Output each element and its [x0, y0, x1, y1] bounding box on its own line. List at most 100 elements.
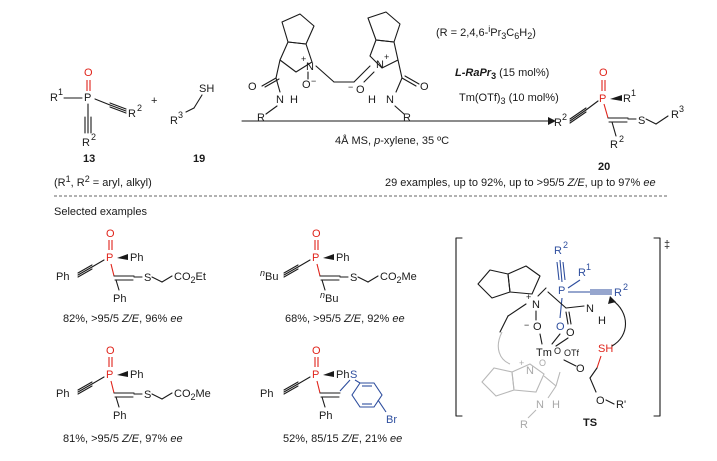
- svg-text:R: R: [554, 245, 562, 257]
- svg-text:H: H: [290, 94, 298, 106]
- svg-text:P: P: [312, 252, 319, 264]
- svg-text:2: 2: [137, 103, 142, 113]
- scope-note: (R1, R2 = aryl, alkyl): [54, 174, 152, 189]
- svg-text:R: R: [610, 139, 618, 151]
- svg-text:Ph: Ph: [336, 369, 349, 381]
- svg-text:R: R: [257, 112, 265, 124]
- atom-r2: R: [128, 108, 136, 120]
- svg-text:S: S: [350, 272, 357, 284]
- svg-text:Ph: Ph: [113, 410, 126, 422]
- transition-state: ‡ N + O − P R 2 R 1 R 2 O N H: [455, 237, 670, 431]
- svg-text:O: O: [356, 84, 365, 96]
- compound-19-label: 19: [193, 153, 205, 165]
- example-4-structure: O P Ph Ph Ph S Br: [260, 345, 397, 426]
- compound-19-structure: SH R 3 19: [170, 83, 214, 165]
- example-3-result: 81%, >95/5 Z/E, 97% ee: [63, 433, 183, 445]
- svg-text:3: 3: [178, 110, 183, 120]
- svg-text:N: N: [586, 303, 594, 315]
- svg-text:R: R: [578, 267, 586, 279]
- svg-text:P: P: [106, 369, 113, 381]
- svg-text:S: S: [350, 369, 357, 381]
- svg-text:+: +: [519, 358, 524, 368]
- svg-text:N: N: [276, 94, 284, 106]
- svg-text:O: O: [596, 395, 605, 407]
- svg-text:2: 2: [619, 134, 624, 144]
- atom-r1: R: [50, 92, 58, 104]
- svg-text:nBu: nBu: [320, 290, 338, 305]
- example-1-structure: O P Ph Ph Ph S CO2Et: [56, 228, 206, 305]
- atom-r3: R: [170, 115, 178, 127]
- svg-text:3: 3: [679, 104, 684, 114]
- svg-text:P: P: [558, 285, 565, 297]
- compound-20-label: 20: [598, 161, 610, 173]
- svg-text:N: N: [386, 94, 394, 106]
- svg-text:O: O: [248, 81, 257, 93]
- svg-text:+: +: [526, 292, 531, 302]
- svg-text:CO2Me: CO2Me: [174, 388, 211, 402]
- svg-text:Ph: Ph: [336, 252, 349, 264]
- svg-text:S: S: [144, 272, 151, 284]
- tm-atom: Tm: [536, 347, 552, 359]
- svg-text:−: −: [348, 82, 353, 92]
- svg-text:R: R: [520, 419, 528, 431]
- svg-text:R: R: [554, 117, 562, 129]
- summary-text: 29 examples, up to 92%, up to >95/5 Z/E,…: [385, 177, 656, 189]
- ts-label: TS: [583, 417, 597, 429]
- svg-text:O: O: [533, 321, 542, 333]
- svg-text:O: O: [312, 345, 321, 357]
- svg-text:O: O: [106, 345, 115, 357]
- svg-text:N: N: [376, 59, 384, 71]
- svg-text:1: 1: [58, 87, 63, 97]
- example-4-result: 52%, 85/15 Z/E, 21% ee: [283, 433, 402, 445]
- ts-double-dagger: ‡: [664, 239, 670, 251]
- svg-text:O: O: [576, 363, 585, 375]
- svg-text:S: S: [144, 389, 151, 401]
- svg-text:O: O: [420, 81, 429, 93]
- svg-text:Ph: Ph: [130, 252, 143, 264]
- atom-p: P: [84, 92, 91, 104]
- conditions-text: 4Å MS, p-xylene, 35 ºC: [335, 134, 449, 147]
- svg-text:2: 2: [91, 132, 96, 142]
- ligand-text: L-RaPr3 (15 mol%): [455, 67, 549, 81]
- svg-text:1: 1: [586, 262, 591, 272]
- svg-text:−: −: [524, 320, 529, 330]
- svg-text:SH: SH: [598, 343, 613, 355]
- svg-text:N: N: [532, 299, 540, 311]
- svg-text:P: P: [106, 252, 113, 264]
- svg-text:H: H: [598, 315, 606, 327]
- svg-text:S: S: [638, 115, 645, 127]
- svg-text:R: R: [614, 287, 622, 299]
- svg-text:R: R: [623, 93, 631, 105]
- svg-text:CO2Et: CO2Et: [174, 271, 206, 285]
- example-1-result: 82%, >95/5 Z/E, 96% ee: [63, 313, 183, 325]
- plus-sign: +: [151, 95, 157, 107]
- compound-13-label: 13: [83, 153, 95, 165]
- svg-text:+: +: [301, 54, 306, 64]
- atom-o: O: [84, 67, 93, 79]
- svg-text:−: −: [311, 76, 316, 86]
- svg-text:CO2Me: CO2Me: [380, 271, 417, 285]
- svg-text:OTf: OTf: [564, 348, 579, 358]
- selected-examples-header: Selected examples: [54, 206, 147, 218]
- svg-text:O: O: [554, 346, 561, 356]
- svg-text:Ph: Ph: [319, 410, 332, 422]
- svg-text:R': R': [616, 399, 626, 411]
- atom-sh: SH: [199, 83, 214, 95]
- svg-text:O: O: [599, 67, 608, 79]
- svg-text:2: 2: [562, 112, 567, 122]
- svg-text:Ph: Ph: [56, 271, 69, 283]
- svg-text:O: O: [302, 79, 311, 91]
- svg-text:P: P: [312, 369, 319, 381]
- svg-text:O: O: [539, 358, 546, 368]
- compound-20-structure: O P R 1 R 2 R 2 S R 3 20: [554, 67, 684, 173]
- ligand-l-rapr3: N + O − O N H R N + O − O H N R: [248, 11, 429, 124]
- svg-text:H: H: [368, 94, 376, 106]
- metal-text: Tm(OTf)3 (10 mol%): [459, 92, 559, 106]
- svg-text:N: N: [536, 399, 544, 411]
- svg-text:2: 2: [623, 282, 628, 292]
- svg-text:nBu: nBu: [260, 268, 278, 283]
- svg-text:O: O: [106, 228, 115, 240]
- svg-text:+: +: [384, 52, 389, 62]
- atom-r2-bottom: R: [82, 137, 90, 149]
